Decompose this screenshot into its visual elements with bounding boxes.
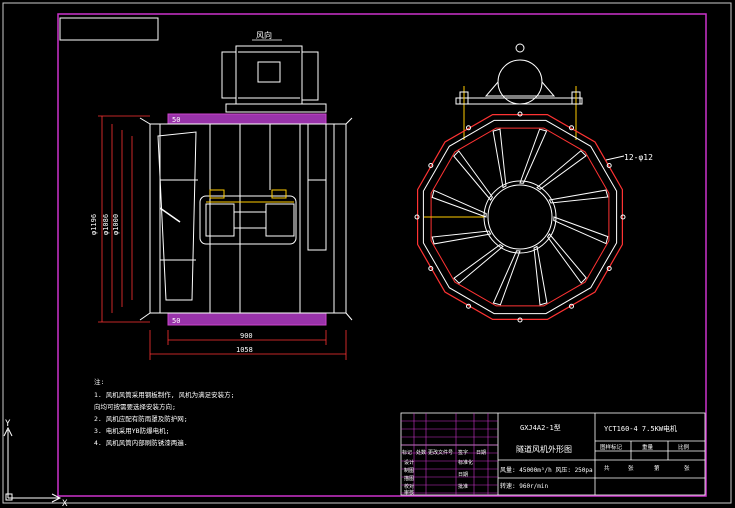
wind-direction-label: 风向: [256, 30, 272, 40]
bolt-hole: [414, 214, 420, 220]
motor-body: [235, 45, 303, 105]
guide-vane: [453, 150, 494, 201]
hdr-weight: 重量: [642, 443, 654, 451]
motor-fan-cover: [301, 51, 319, 101]
row-design: 设计: [404, 459, 414, 466]
bolt-hole: [569, 125, 574, 131]
guide-vane: [553, 216, 609, 245]
bolt-hole: [466, 303, 471, 309]
guide-vane: [546, 233, 587, 284]
motor-terminal-box: [257, 61, 281, 83]
note-1: 1. 风机风筒采用钢板制作, 风机为满足安装方;: [94, 390, 234, 399]
air-spec: 风量: 45000m³/h 风压: 250pa: [500, 467, 593, 474]
note-4: 4. 风机风筒内部刷防锈漆两遍.: [94, 438, 188, 447]
sheet-total: 共: [604, 464, 610, 472]
bolt-hole: [569, 303, 574, 309]
lbl-change-doc: 更改文件号: [428, 449, 453, 456]
title-line-2: 隧道风机外形图: [516, 444, 572, 454]
lbl-mark: 标记: [402, 449, 412, 456]
note-1b: 向均可按需要选择安装方向;: [94, 402, 176, 411]
row-check: 校对: [404, 483, 414, 490]
hdr-scale: 比例: [678, 443, 690, 451]
hole-spec-label: 12-φ12: [624, 153, 653, 162]
bolt-hole: [606, 163, 612, 168]
mid-approve: 批准: [458, 483, 468, 490]
top-flange-seal: [167, 113, 327, 125]
lbl-date: 日期: [476, 450, 486, 456]
dim-height-3: φ1000: [112, 214, 120, 235]
bolt-hole: [517, 317, 523, 323]
notes: 注: 1. 风机风筒采用钢板制作, 风机为满足安装方; 向均可按需要选择安装方向…: [94, 377, 234, 447]
motor-end-cap: [221, 51, 237, 99]
title-line-1: GXJ4A2-1型: [520, 423, 561, 432]
bottom-flange-seal: [167, 312, 327, 326]
guide-vane: [453, 243, 504, 284]
notes-heading: 注:: [94, 377, 104, 386]
sheet-unit-1: 张: [628, 464, 634, 472]
dim-height-2: φ1086: [102, 214, 110, 235]
guide-vane: [548, 189, 609, 204]
bolt-hole: [428, 163, 434, 168]
bolt-hole: [428, 266, 434, 271]
title-block-grid: [401, 413, 498, 495]
front-view-dimensions: [98, 115, 347, 360]
impeller-blade: [157, 131, 197, 301]
motor-spec: YCT160-4 7.5KW电机: [604, 424, 677, 433]
ucs-icon: [3, 426, 62, 503]
flange-bottom-label: 50: [172, 317, 180, 325]
mid-standard: 标准化: [458, 459, 473, 466]
guide-vane: [431, 230, 492, 245]
guide-vane: [492, 250, 521, 306]
guide-vane: [536, 150, 587, 191]
bearing-housing: [199, 195, 297, 245]
speed-spec: 转速: 960r/min: [500, 482, 549, 490]
sheet-unit-2: 张: [684, 464, 690, 472]
front-view: [139, 45, 353, 326]
inner-ring: [430, 127, 610, 307]
guide-vane: [533, 245, 548, 306]
title-corner-box: [59, 17, 159, 41]
guide-vane: [492, 128, 507, 189]
side-view: [414, 43, 626, 323]
drawing-frame: [57, 13, 707, 497]
ucs-x-label: X: [62, 499, 68, 508]
outer-flange: [417, 113, 624, 320]
bolt-hole: [466, 125, 471, 131]
dim-width-inner: 900: [240, 332, 253, 340]
bolt-hole: [606, 266, 612, 271]
guide-vane: [519, 128, 548, 184]
guide-vane: [431, 189, 487, 218]
row-review: 审核: [404, 489, 414, 496]
sheet-no: 第: [654, 464, 660, 472]
dim-height-1: φ1196: [90, 214, 98, 235]
flange-top-label: 50: [172, 116, 180, 124]
row-draw: 制图: [404, 467, 414, 474]
dim-width-outer: 1058: [236, 346, 253, 354]
mid-date: 日期: [458, 472, 468, 478]
note-3: 3. 电机采用YB防爆电机;: [94, 426, 169, 435]
guide-vanes: [431, 128, 609, 306]
side-motor: [497, 59, 543, 105]
row-trace: 描图: [404, 475, 414, 482]
duct-shell: [422, 119, 618, 315]
note-2: 2. 风机应配有防雨罩及防护网;: [94, 414, 188, 423]
motor-base: [455, 97, 583, 105]
hdr-marking: 图样标记: [600, 443, 623, 451]
bolt-hole: [620, 214, 626, 220]
bolt-holes: [414, 111, 626, 323]
lbl-count: 处数: [416, 449, 426, 456]
bolt-hole: [517, 111, 523, 117]
lbl-sign: 签字: [458, 449, 468, 456]
hub-circle: [483, 180, 557, 254]
ucs-y-label: Y: [5, 419, 11, 429]
